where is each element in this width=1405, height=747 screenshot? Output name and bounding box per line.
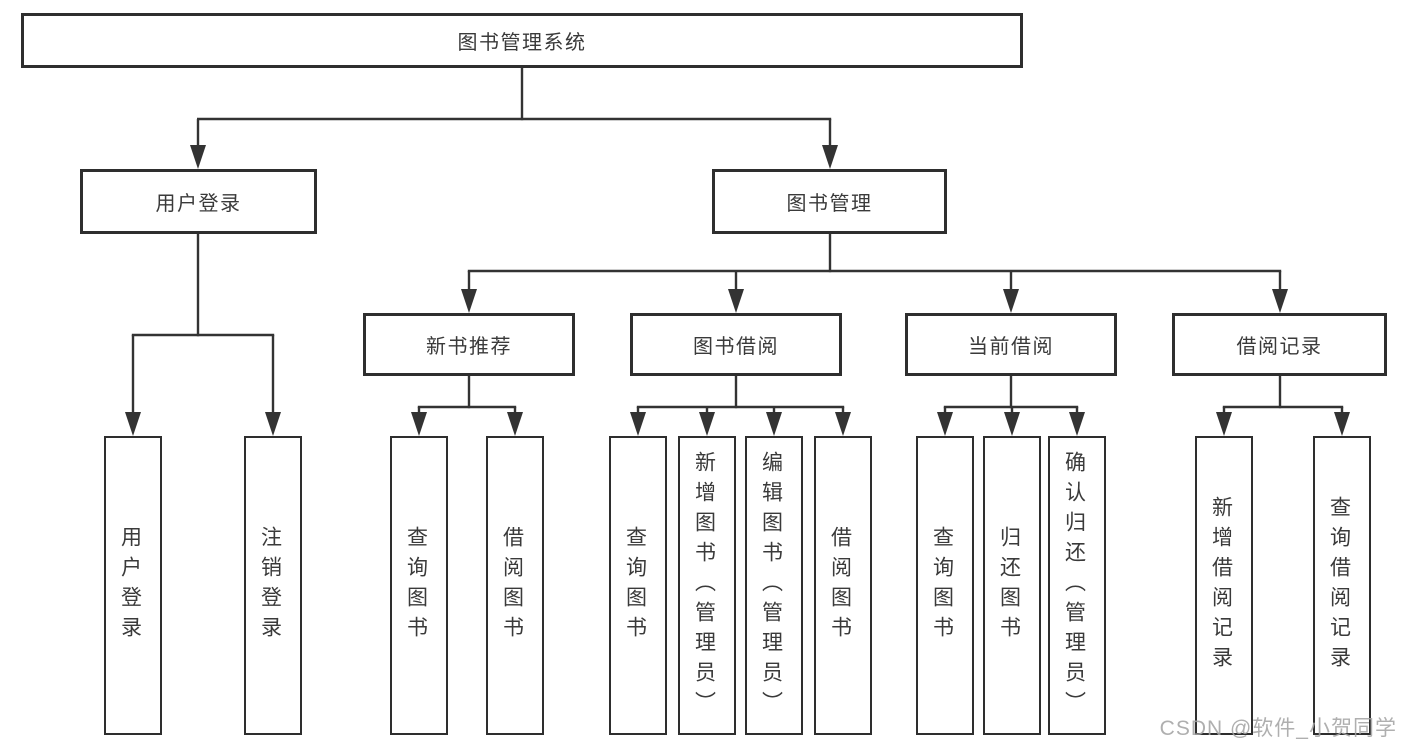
leaf-borrow-query-books: 查询图书 bbox=[609, 436, 667, 735]
node-label: 新增图书（管理员） bbox=[692, 450, 716, 721]
leaf-borrow-books: 借阅图书 bbox=[814, 436, 872, 735]
leaf-query-borrow-record: 查询借阅记录 bbox=[1313, 436, 1371, 735]
node-label: 用户登录 bbox=[155, 193, 242, 215]
node-book-borrow: 图书借阅 bbox=[630, 313, 842, 376]
leaf-add-books-admin: 新增图书（管理员） bbox=[678, 436, 736, 735]
leaf-recommend-borrow-books: 借阅图书 bbox=[486, 436, 544, 735]
node-label: 新书推荐 bbox=[426, 336, 512, 358]
node-label: 查询图书 bbox=[930, 525, 954, 646]
leaf-recommend-query-books: 查询图书 bbox=[390, 436, 448, 735]
node-label: 借阅图书 bbox=[500, 525, 524, 646]
node-label: 新增借阅记录 bbox=[1209, 495, 1233, 676]
leaf-add-borrow-record: 新增借阅记录 bbox=[1195, 436, 1253, 735]
node-borrow-records: 借阅记录 bbox=[1172, 313, 1387, 376]
node-label: 确认归还（管理员） bbox=[1062, 450, 1086, 721]
leaf-confirm-return-admin: 确认归还（管理员） bbox=[1048, 436, 1106, 735]
node-current-borrow: 当前借阅 bbox=[905, 313, 1117, 376]
node-label: 查询图书 bbox=[404, 525, 428, 646]
leaf-logout: 注销登录 bbox=[244, 436, 302, 735]
leaf-user-login: 用户登录 bbox=[104, 436, 162, 735]
node-book-management: 图书管理 bbox=[712, 169, 947, 234]
node-label: 图书管理 bbox=[786, 193, 873, 215]
node-label: 借阅记录 bbox=[1236, 336, 1323, 358]
node-label: 归还图书 bbox=[997, 525, 1021, 646]
node-user-login: 用户登录 bbox=[80, 169, 317, 234]
leaf-return-books: 归还图书 bbox=[983, 436, 1041, 735]
node-label: 编辑图书（管理员） bbox=[759, 450, 783, 721]
node-label: 用户登录 bbox=[118, 525, 142, 646]
csdn-watermark: CSDN @软件_小贺同学 bbox=[1159, 717, 1397, 740]
node-new-book-recommend: 新书推荐 bbox=[363, 313, 575, 376]
leaf-edit-books-admin: 编辑图书（管理员） bbox=[745, 436, 803, 735]
node-label: 图书借阅 bbox=[693, 336, 779, 358]
node-library-management-system: 图书管理系统 bbox=[21, 13, 1023, 68]
node-label: 查询借阅记录 bbox=[1327, 495, 1351, 676]
node-label: 当前借阅 bbox=[968, 336, 1054, 358]
leaf-current-query-books: 查询图书 bbox=[916, 436, 974, 735]
node-label: 图书管理系统 bbox=[457, 32, 587, 54]
node-label: 借阅图书 bbox=[828, 525, 852, 646]
node-label: 查询图书 bbox=[623, 525, 647, 646]
node-label: 注销登录 bbox=[258, 525, 282, 646]
